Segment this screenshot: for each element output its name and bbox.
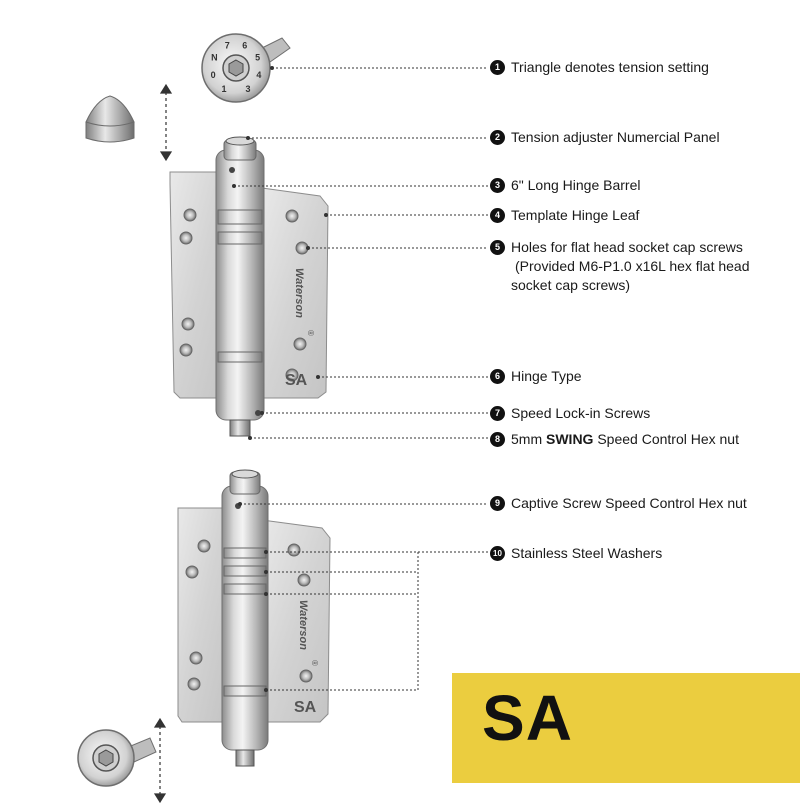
callout-text: Tension adjuster Numercial Panel bbox=[511, 129, 720, 145]
callout-text-bold: SWING bbox=[546, 431, 594, 447]
dial-digit: 4 bbox=[256, 70, 261, 80]
callout-text-post: Speed Control Hex nut bbox=[593, 431, 739, 447]
callout-text: Captive Screw Speed Control Hex nut bbox=[511, 495, 747, 511]
callout-number: 1 bbox=[490, 60, 505, 75]
callout-text: Template Hinge Leaf bbox=[511, 207, 640, 223]
dial-digit: 5 bbox=[255, 53, 260, 63]
callout-text: Triangle denotes tension setting bbox=[511, 59, 709, 75]
callout-number: 4 bbox=[490, 208, 505, 223]
callout-text: 6" Long Hinge Barrel bbox=[511, 177, 641, 193]
reg-mark-top: ® bbox=[306, 330, 315, 336]
hinge-type-label-top: SA bbox=[285, 372, 308, 389]
hinge-top: Waterson ® SA bbox=[169, 136, 329, 437]
leader-dots bbox=[232, 66, 328, 692]
callout-number: 2 bbox=[490, 130, 505, 145]
callout-number: 10 bbox=[490, 546, 505, 561]
callout-text-pre: 5mm bbox=[511, 431, 546, 447]
callout-8: 8 5mm SWING Speed Control Hex nut bbox=[490, 430, 739, 449]
callout-number: 7 bbox=[490, 406, 505, 421]
callout-number: 9 bbox=[490, 496, 505, 511]
callout-text-line1: Holes for flat head socket cap screws bbox=[511, 239, 743, 255]
brand-logo-top: Waterson bbox=[293, 268, 305, 318]
dial-digit: 0 bbox=[211, 70, 216, 80]
brand-logo-bottom: Waterson bbox=[297, 600, 309, 650]
callout-number: 8 bbox=[490, 432, 505, 447]
pointed-end-cap bbox=[85, 95, 135, 143]
hinge-type-badge: SA bbox=[452, 673, 800, 783]
leader-lines bbox=[234, 67, 488, 691]
dial-digit: 1 bbox=[221, 84, 226, 94]
callout-text: Stainless Steel Washers bbox=[511, 545, 663, 561]
callout-text-line2: (Provided M6-P1.0 x16L hex flat head bbox=[515, 258, 750, 274]
disc-dimension-arrow bbox=[153, 717, 167, 804]
callout-text: Holes for flat head socket cap screws (P… bbox=[511, 238, 750, 295]
callout-7: 7 Speed Lock-in Screws bbox=[490, 404, 650, 423]
callout-text: Speed Lock-in Screws bbox=[511, 405, 651, 421]
callout-1: 1 Triangle denotes tension setting bbox=[490, 58, 709, 77]
callout-6: 6 Hinge Type bbox=[490, 367, 582, 386]
dial-digit: 7 bbox=[225, 41, 230, 51]
callout-text: 5mm SWING Speed Control Hex nut bbox=[511, 430, 739, 449]
callout-number: 3 bbox=[490, 178, 505, 193]
dial-digit: 3 bbox=[245, 84, 250, 94]
tension-dial-top: 10 N7 65 43 bbox=[201, 33, 291, 103]
callout-10: 10 Stainless Steel Washers bbox=[490, 544, 662, 563]
callout-2: 2 Tension adjuster Numercial Panel bbox=[490, 128, 720, 147]
callout-text-line3: socket cap screws) bbox=[511, 277, 631, 293]
hinge-type-label-bottom: SA bbox=[294, 699, 317, 716]
callout-4: 4 Template Hinge Leaf bbox=[490, 206, 639, 225]
reg-mark-bottom: ® bbox=[310, 660, 319, 666]
cap-dimension-arrow bbox=[159, 83, 173, 162]
dial-digit: 6 bbox=[242, 41, 247, 51]
hex-nut-disc-bottom bbox=[77, 729, 157, 787]
callout-number: 5 bbox=[490, 240, 505, 255]
dial-digit: N bbox=[211, 53, 218, 63]
callout-3: 3 6" Long Hinge Barrel bbox=[490, 176, 641, 195]
callout-9: 9 Captive Screw Speed Control Hex nut bbox=[490, 494, 747, 513]
callout-5: 5 Holes for flat head socket cap screws … bbox=[490, 238, 750, 295]
hinge-type-badge-text: SA bbox=[482, 682, 573, 754]
callout-text: Hinge Type bbox=[511, 368, 582, 384]
dial-digits: 10 N7 65 43 bbox=[211, 41, 262, 94]
callout-number: 6 bbox=[490, 369, 505, 384]
hinge-bottom: Waterson ® SA bbox=[177, 469, 331, 767]
